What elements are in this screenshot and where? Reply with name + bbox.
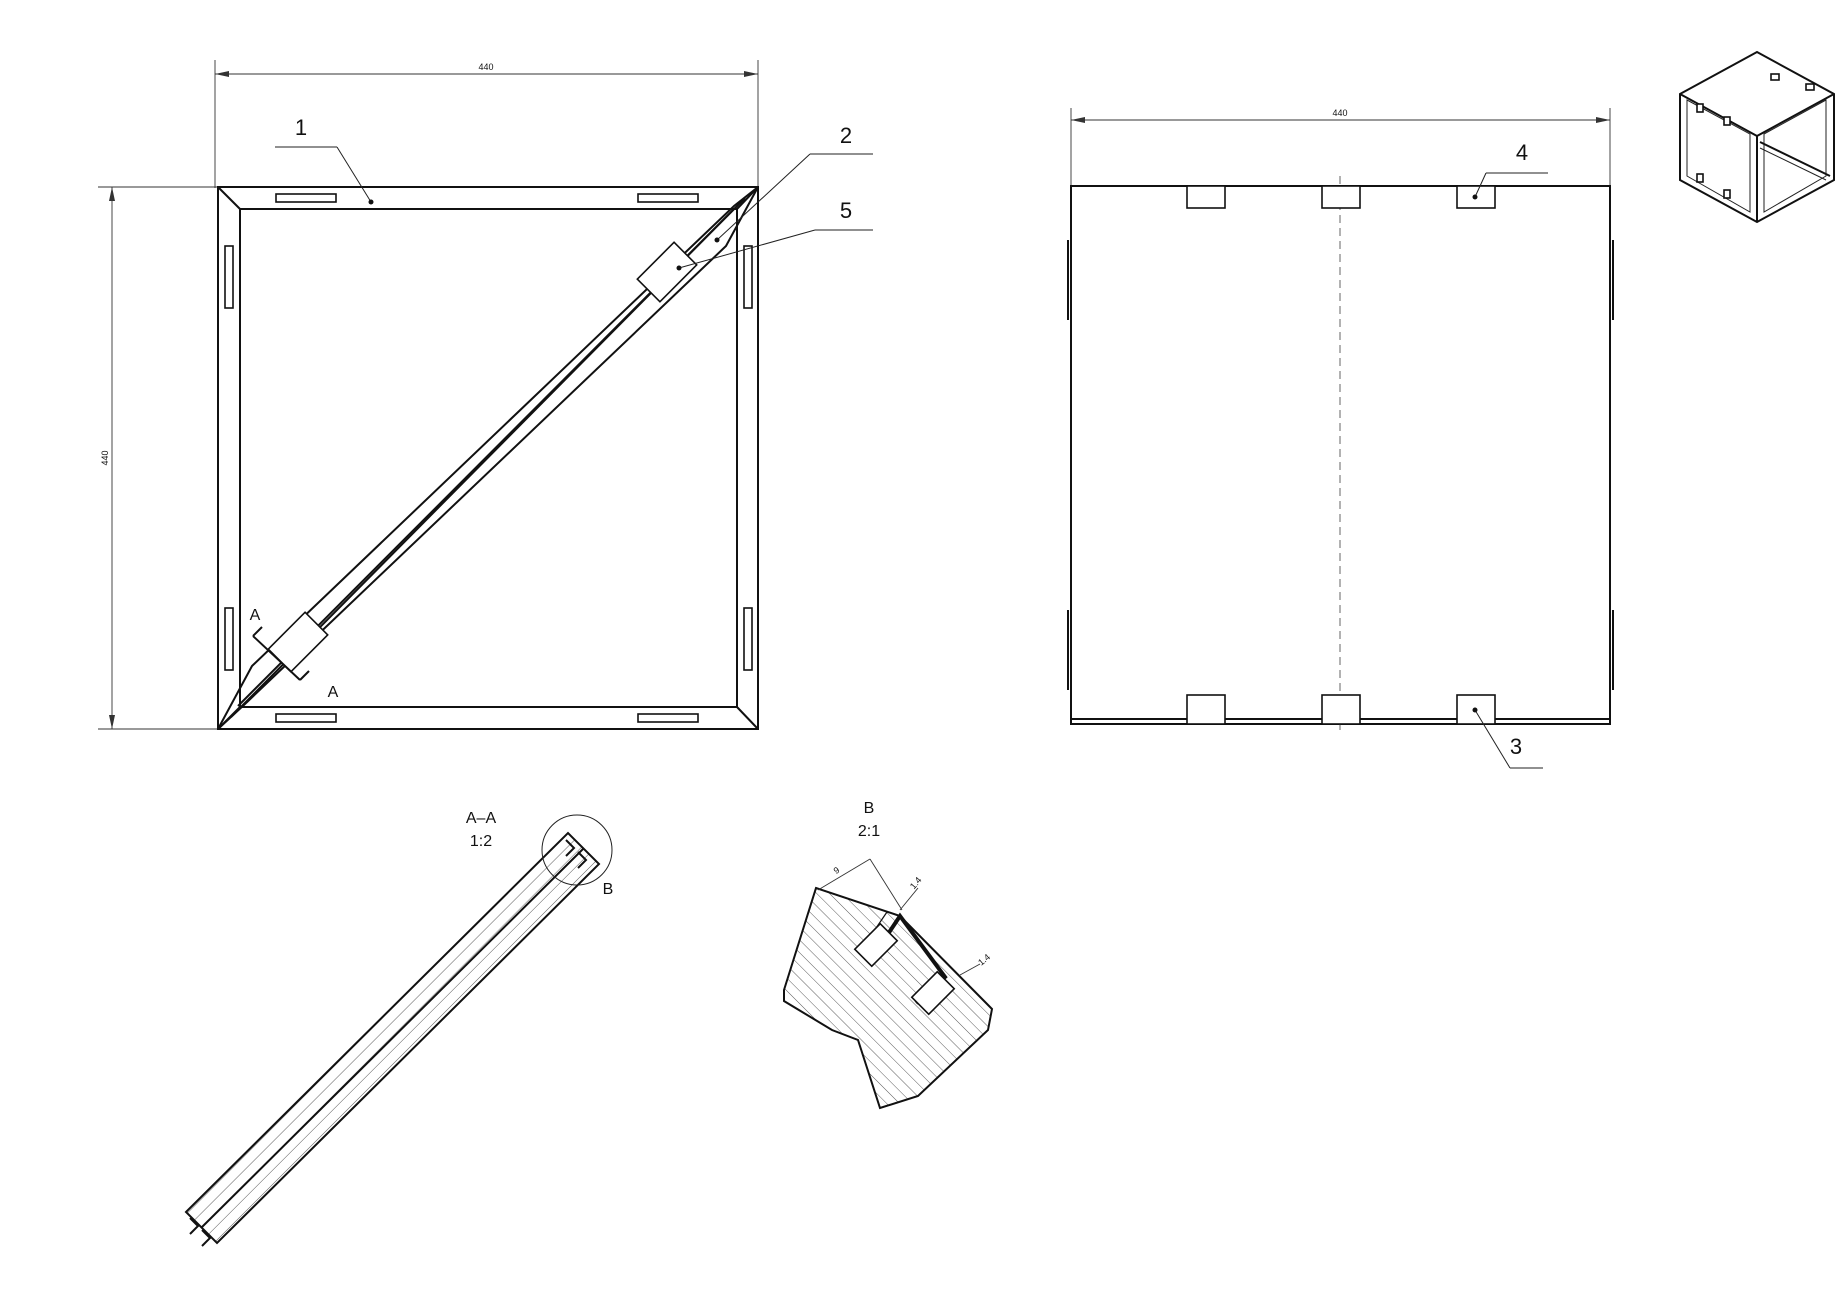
detail-dim-thick-1: 1.4 [908,875,924,891]
clip-lower [267,611,329,673]
front-height-dimension: 440 [98,186,218,730]
section-marker-end: A [328,684,339,701]
diagonal-brace [217,186,759,730]
callout-3: 3 [1472,707,1543,769]
section-aa-view: A–A 1:2 B [184,810,614,1247]
callout-2: 2 [714,123,873,243]
top-tabs [1186,185,1496,209]
callout-4: 4 [1472,140,1548,200]
callout-1-label: 1 [295,115,307,140]
frame-slots [224,193,753,723]
section-cut-line: A A [250,607,339,701]
callout-5-label: 5 [840,198,852,223]
front-view: 440 440 [98,60,873,730]
front-height-label: 440 [100,450,110,465]
detail-title: B [864,800,875,817]
callout-2-label: 2 [840,123,852,148]
section-scale: 1:2 [470,833,492,850]
side-width-dimension: 440 [1070,108,1611,186]
clip-upper [636,241,698,303]
side-view: 440 4 3 [1067,108,1614,769]
detail-dim-depth: 9 [832,865,841,876]
section-marker-start: A [250,607,261,624]
callout-4-label: 4 [1516,140,1528,165]
detail-scale: 2:1 [858,823,880,840]
callout-1: 1 [275,115,374,205]
callout-5: 5 [676,198,873,271]
isometric-view [1679,50,1835,224]
detail-b-view: B 2:1 9 1.4 1.4 [783,800,994,1110]
detail-b-circle: B [541,814,614,898]
callout-3-label: 3 [1510,734,1522,759]
section-title: A–A [466,810,497,827]
detail-ref-label: B [603,881,614,898]
side-width-label: 440 [1332,108,1347,118]
front-width-dimension: 440 [214,60,759,188]
front-width-label: 440 [478,62,493,72]
